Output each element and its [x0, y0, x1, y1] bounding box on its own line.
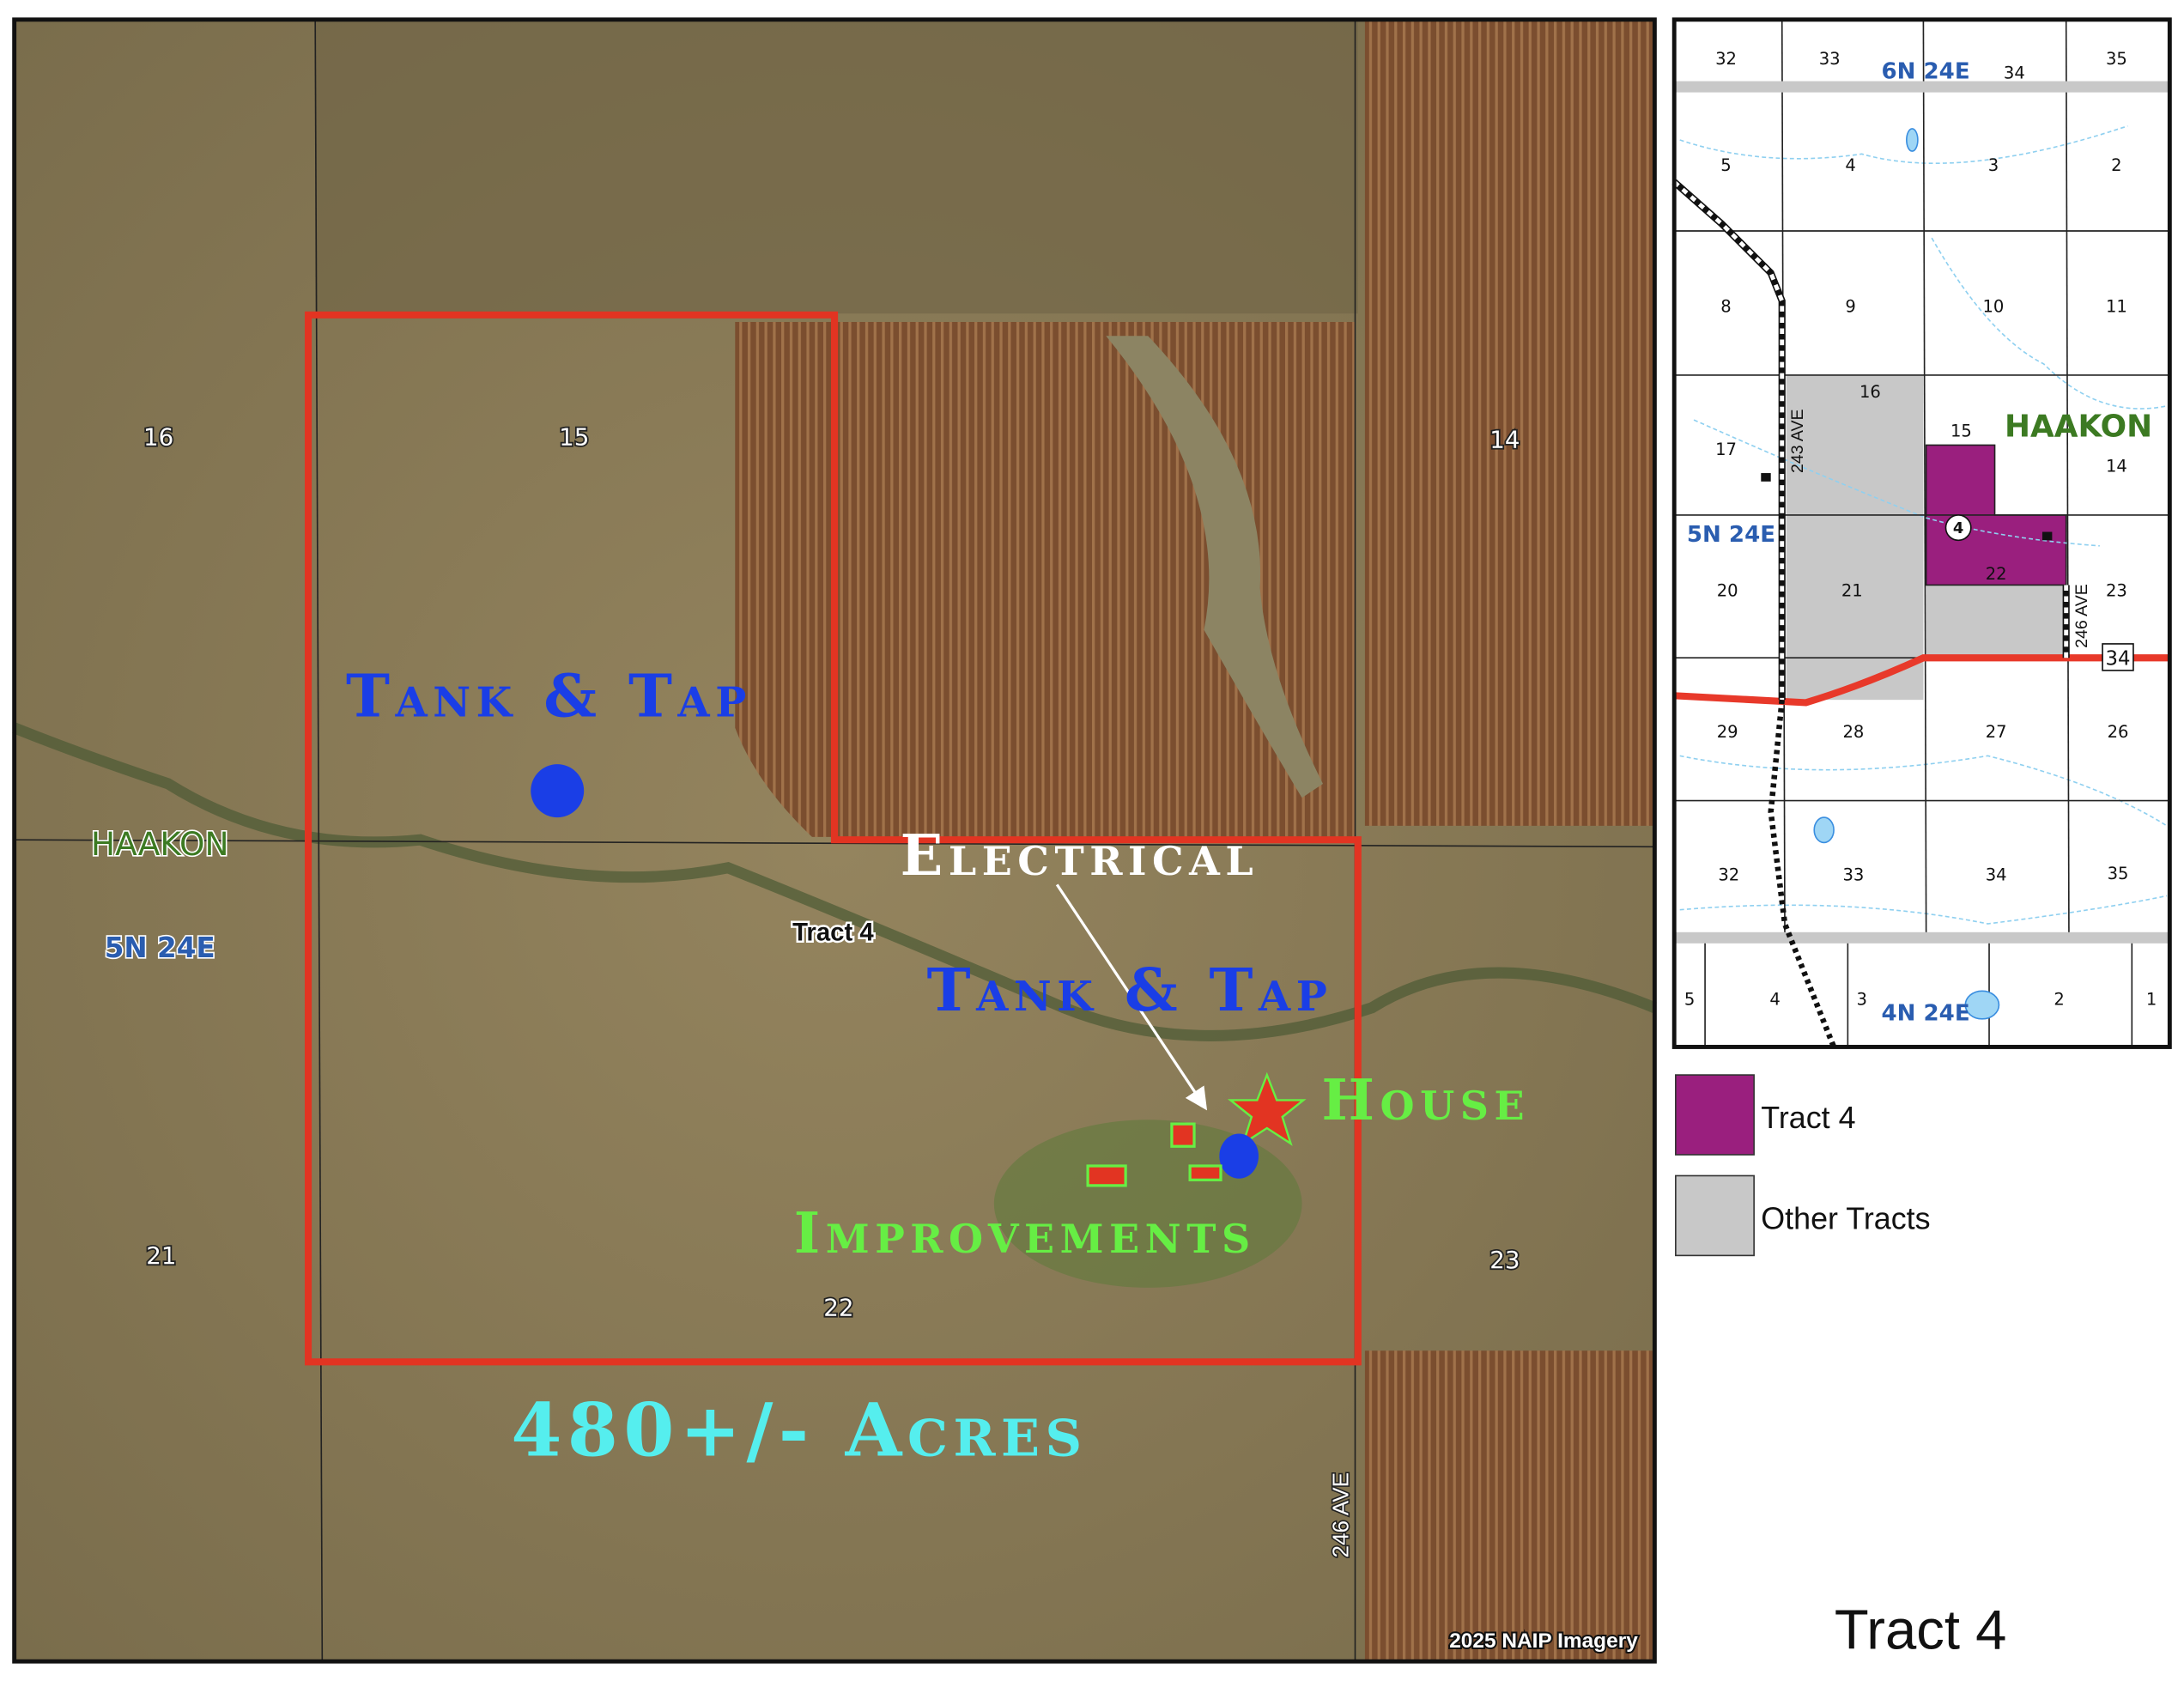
electrical-label: Electrical	[901, 823, 1259, 889]
road-243-ave-dashes	[1672, 180, 1785, 701]
section-number: 17	[1715, 440, 1737, 459]
building-icon	[2041, 531, 2053, 541]
tank-tap-marker[interactable]	[1219, 1133, 1259, 1179]
pasture-area	[315, 19, 1358, 314]
section-number: 33	[1842, 865, 1864, 884]
map-title: Tract 4	[1835, 1599, 2006, 1661]
creek	[12, 722, 1657, 1041]
tract-label: Tract 4	[792, 919, 874, 947]
imagery-credit: 2025 NAIP Imagery	[1449, 1629, 1638, 1653]
section-number: 15	[1950, 422, 1972, 441]
tract-4-swatch	[1675, 1074, 1755, 1156]
highway-shield	[2102, 643, 2134, 671]
section-number: 2	[2111, 155, 2121, 175]
section-number: 5	[1720, 155, 1731, 175]
building-icon	[1761, 473, 1771, 482]
inset-frame	[1671, 17, 2172, 1049]
tank-tap-marker[interactable]	[531, 764, 585, 818]
section-number: 29	[1717, 722, 1738, 742]
section-number: 10	[1982, 297, 2004, 317]
map-frame	[12, 17, 1657, 1664]
highway-shield-number: 34	[2106, 647, 2131, 670]
improvement-marker[interactable]	[1170, 1122, 1196, 1148]
section-number: 21	[146, 1241, 176, 1270]
highway-34[interactable]	[1673, 654, 2170, 707]
section-number: 35	[2106, 49, 2127, 69]
section-number: 26	[2108, 722, 2129, 742]
section-number: 23	[1489, 1246, 1520, 1274]
section-number: 14	[2106, 456, 2127, 476]
county-label: HAAKON	[2005, 410, 2152, 445]
section-number: 16	[143, 422, 173, 451]
section-number: 22	[1986, 564, 2007, 584]
legend: Tract 4 Other Tracts	[1675, 1074, 1931, 1257]
section-number: 5	[1684, 990, 1695, 1010]
road-243-ave-unimproved	[1768, 699, 1837, 1048]
cropland-field	[1364, 19, 1655, 826]
cropland-field	[735, 321, 1356, 837]
section-number: 23	[2106, 581, 2127, 601]
township-label: 5N 24E	[105, 932, 215, 964]
improvement-marker[interactable]	[1188, 1164, 1222, 1181]
other-tract[interactable]	[1926, 585, 2066, 658]
section-number: 4	[1845, 155, 1855, 175]
cropland-field	[1364, 1350, 1655, 1662]
county-label: HAAKON	[91, 825, 229, 863]
section-number: 22	[823, 1293, 853, 1321]
improvement-marker[interactable]	[1086, 1164, 1127, 1187]
inset-section-numbers: 32 33 34 35 5 4 3 2 8 9 10 11 17 16 15 1…	[1684, 49, 2157, 1010]
road-label: 246 AVE	[1327, 1472, 1353, 1558]
section-number: 15	[559, 422, 589, 451]
tract-boundary[interactable]	[304, 311, 1362, 1366]
electrical-arrow	[1055, 883, 1208, 1111]
section-number: 35	[2108, 864, 2129, 883]
road-label: 246 AVE	[2072, 584, 2091, 648]
improvements-label: Improvements	[794, 1201, 1256, 1266]
legend-label: Other Tracts	[1761, 1201, 1930, 1235]
section-number: 4	[1769, 990, 1780, 1010]
pond	[1906, 128, 1919, 152]
inset-map[interactable]: 4 34 243 AVE 246 AVE 6N 24E 5N 24E 4N 24…	[1671, 17, 2172, 1049]
section-number: 33	[1819, 49, 1841, 69]
road-label: 243 AVE	[1788, 409, 1807, 473]
house-label: House	[1321, 1068, 1530, 1133]
section-number: 21	[1841, 581, 1863, 601]
section-number: 34	[2004, 63, 2025, 82]
township-label: 4N 24E	[1881, 1000, 1969, 1026]
section-number: 32	[1715, 49, 1737, 69]
section-number: 14	[1489, 426, 1520, 454]
house-star-icon[interactable]	[1227, 1071, 1307, 1146]
other-tract[interactable]	[1786, 374, 1924, 701]
aerial-map[interactable]: 16 15 14 21 22 23 HAAKON 5N 24E Tract 4 …	[12, 17, 1657, 1664]
section-number: 32	[1718, 865, 1739, 884]
acreage-label: 480+/- Acres	[511, 1387, 1087, 1473]
township-label: 6N 24E	[1881, 58, 1969, 84]
section-number: 27	[1986, 722, 2007, 742]
pond	[1813, 816, 1835, 844]
legend-label: Tract 4	[1761, 1101, 1855, 1135]
section-number: 1	[2146, 990, 2157, 1010]
section-number: 3	[1988, 155, 1999, 175]
township-label: 5N 24E	[1687, 522, 1775, 548]
section-number: 28	[1842, 722, 1864, 742]
township-line	[1674, 932, 2170, 944]
tank-tap-label: Tank & Tap	[927, 956, 1333, 1025]
section-number: 3	[1856, 990, 1866, 1010]
township-line	[1674, 81, 2170, 93]
section-number: 34	[1986, 865, 2007, 884]
section-number: 8	[1720, 297, 1731, 317]
section-number: 11	[2106, 297, 2127, 317]
tract-marker[interactable]	[1944, 514, 1972, 542]
section-number: 16	[1859, 382, 1881, 402]
legend-item-other-tracts: Other Tracts	[1675, 1174, 1931, 1257]
tract-marker-number: 4	[1953, 519, 1963, 537]
drainage	[1106, 336, 1324, 798]
section-number: 9	[1845, 297, 1855, 317]
section-number: 20	[1717, 581, 1738, 601]
tank-tap-label: Tank & Tap	[346, 663, 752, 731]
legend-item-tract-4: Tract 4	[1675, 1074, 1856, 1156]
section-number: 2	[2054, 990, 2064, 1010]
pond	[1964, 990, 2000, 1020]
other-tracts-swatch	[1675, 1174, 1755, 1257]
